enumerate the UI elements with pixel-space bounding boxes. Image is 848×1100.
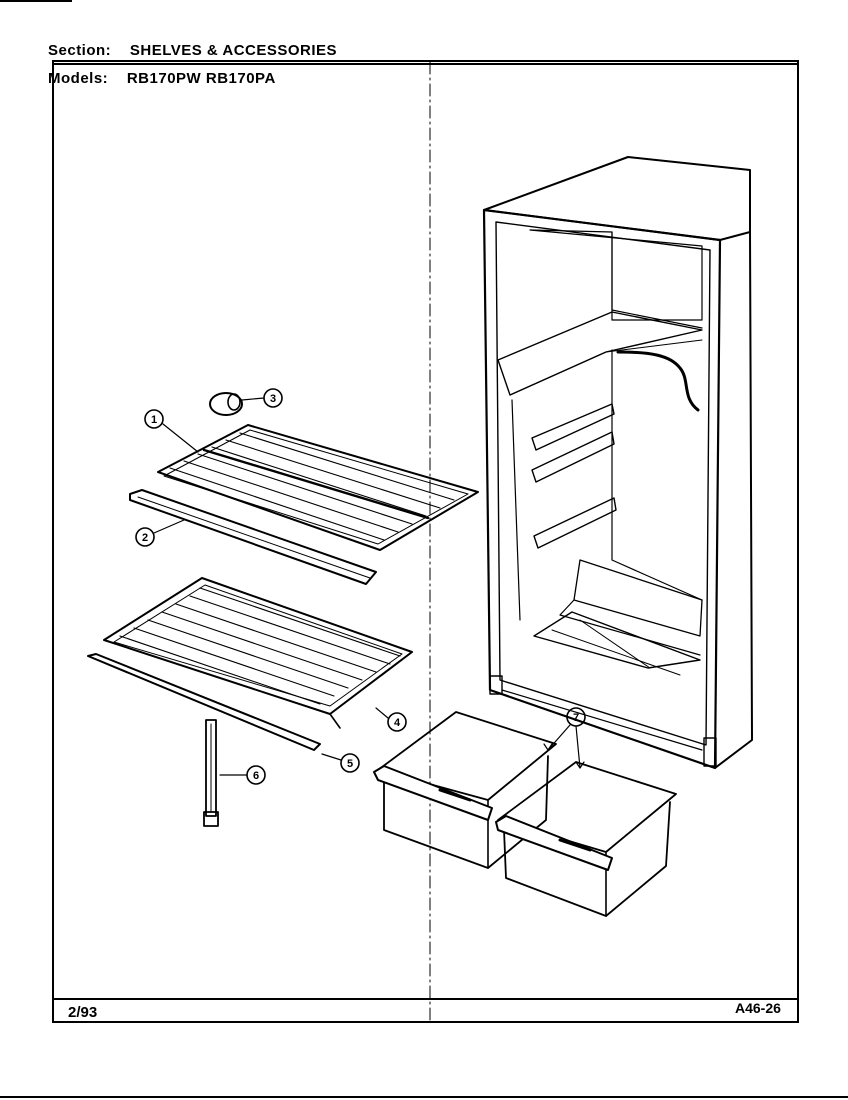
callouts: 1 2 3 4 5 6 <box>135 388 586 785</box>
callout-3: 3 <box>241 388 283 408</box>
models-label: Models: <box>48 70 109 87</box>
callout-4: 4 <box>375 707 407 732</box>
front-trim-bar <box>87 653 321 751</box>
section-value: SHELVES & ACCESSORIES <box>129 42 338 59</box>
footer-page-code: A46-26 <box>735 1000 781 1016</box>
wire-shelf-upper-rods <box>169 432 455 541</box>
wire-shelf-lower <box>103 577 413 729</box>
svg-text:4: 4 <box>394 717 401 729</box>
callout-6: 6 <box>219 765 266 785</box>
bottom-edge-line <box>0 1096 848 1098</box>
callout-7: 7 <box>543 707 586 769</box>
svg-text:1: 1 <box>151 414 157 426</box>
refrigerator-cabinet <box>482 156 753 770</box>
crisper-drawer-right <box>495 761 677 917</box>
section-label: Section: <box>48 42 112 59</box>
crisper-drawer-left <box>373 711 557 869</box>
callout-2: 2 <box>135 519 185 547</box>
shelf-grommet <box>209 392 243 416</box>
top-edge-line <box>0 0 72 2</box>
footer-rule <box>52 998 799 1000</box>
diagram-frame <box>52 60 799 1023</box>
svg-text:6: 6 <box>253 770 259 782</box>
svg-text:3: 3 <box>270 393 276 405</box>
callout-5: 5 <box>321 753 360 773</box>
svg-text:5: 5 <box>347 758 353 770</box>
models-header: Models: RB170PW RB170PA <box>48 70 276 87</box>
wire-shelf-upper <box>157 424 479 551</box>
svg-text:7: 7 <box>573 712 579 724</box>
footer-date: 2/93 <box>68 1004 98 1021</box>
shelf-trim <box>129 489 377 585</box>
section-header: Section: SHELVES & ACCESSORIES <box>48 42 337 59</box>
callout-1: 1 <box>144 409 199 453</box>
models-value: RB170PW RB170PA <box>126 70 276 87</box>
wire-shelf-lower-rods <box>119 587 401 705</box>
support-rod <box>203 719 219 827</box>
svg-text:2: 2 <box>142 532 148 544</box>
header-rule <box>52 63 799 65</box>
